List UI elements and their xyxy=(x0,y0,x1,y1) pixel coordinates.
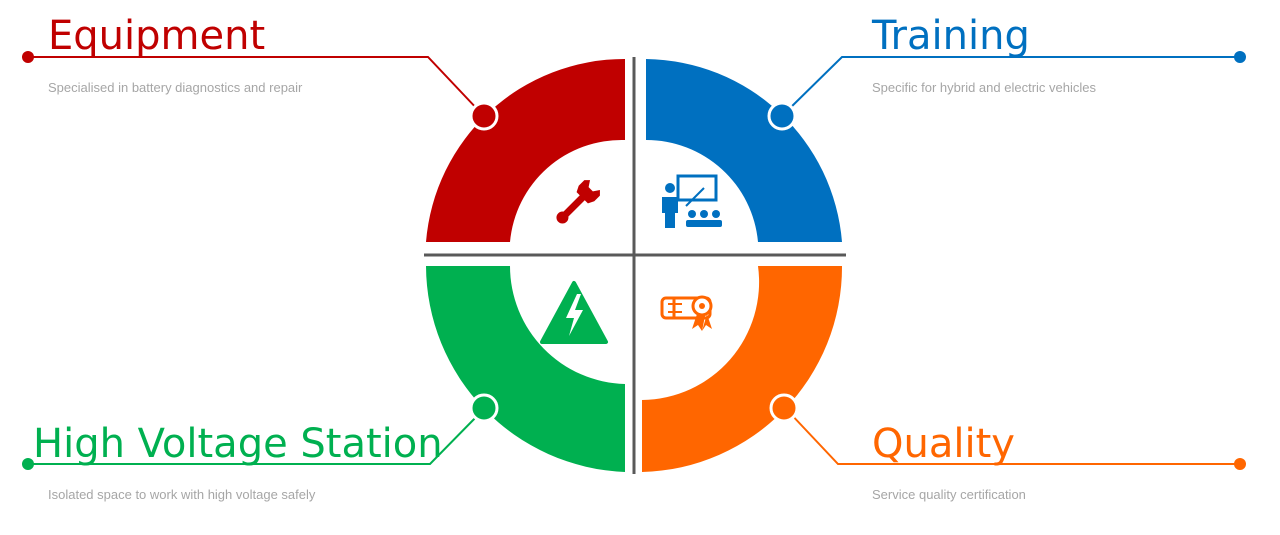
high-voltage-node xyxy=(469,393,499,423)
training-description: Specific for hybrid and electric vehicle… xyxy=(872,80,1096,95)
equipment-title: Equipment xyxy=(48,13,266,59)
quality-end-dot xyxy=(1234,458,1246,470)
quality-title: Quality xyxy=(872,421,1015,467)
certificate-icon xyxy=(660,295,713,331)
equipment-description: Specialised in battery diagnostics and r… xyxy=(48,80,303,95)
training-node xyxy=(767,101,797,131)
equipment-segment xyxy=(426,58,625,242)
high-voltage-end-dot xyxy=(22,458,34,470)
equipment-node xyxy=(469,101,499,131)
wrench-icon xyxy=(556,180,600,224)
quality-connector xyxy=(787,410,1240,465)
equipment-end-dot xyxy=(22,51,34,63)
training-end-dot xyxy=(1234,51,1246,63)
quality-description: Service quality certification xyxy=(872,487,1026,502)
high-voltage-connector xyxy=(28,410,483,465)
training-connector xyxy=(785,56,1240,113)
quality-segment xyxy=(642,266,843,472)
equipment-connector xyxy=(28,56,481,113)
high-voltage-description: Isolated space to work with high voltage… xyxy=(48,487,316,502)
quality-node xyxy=(769,393,799,423)
training-segment xyxy=(646,59,842,242)
high-voltage-segment xyxy=(426,266,625,472)
high-voltage-warning-icon xyxy=(540,281,608,344)
training-title: Training xyxy=(872,13,1030,59)
presentation-icon xyxy=(662,174,722,228)
high-voltage-title: High Voltage Station xyxy=(33,421,443,467)
